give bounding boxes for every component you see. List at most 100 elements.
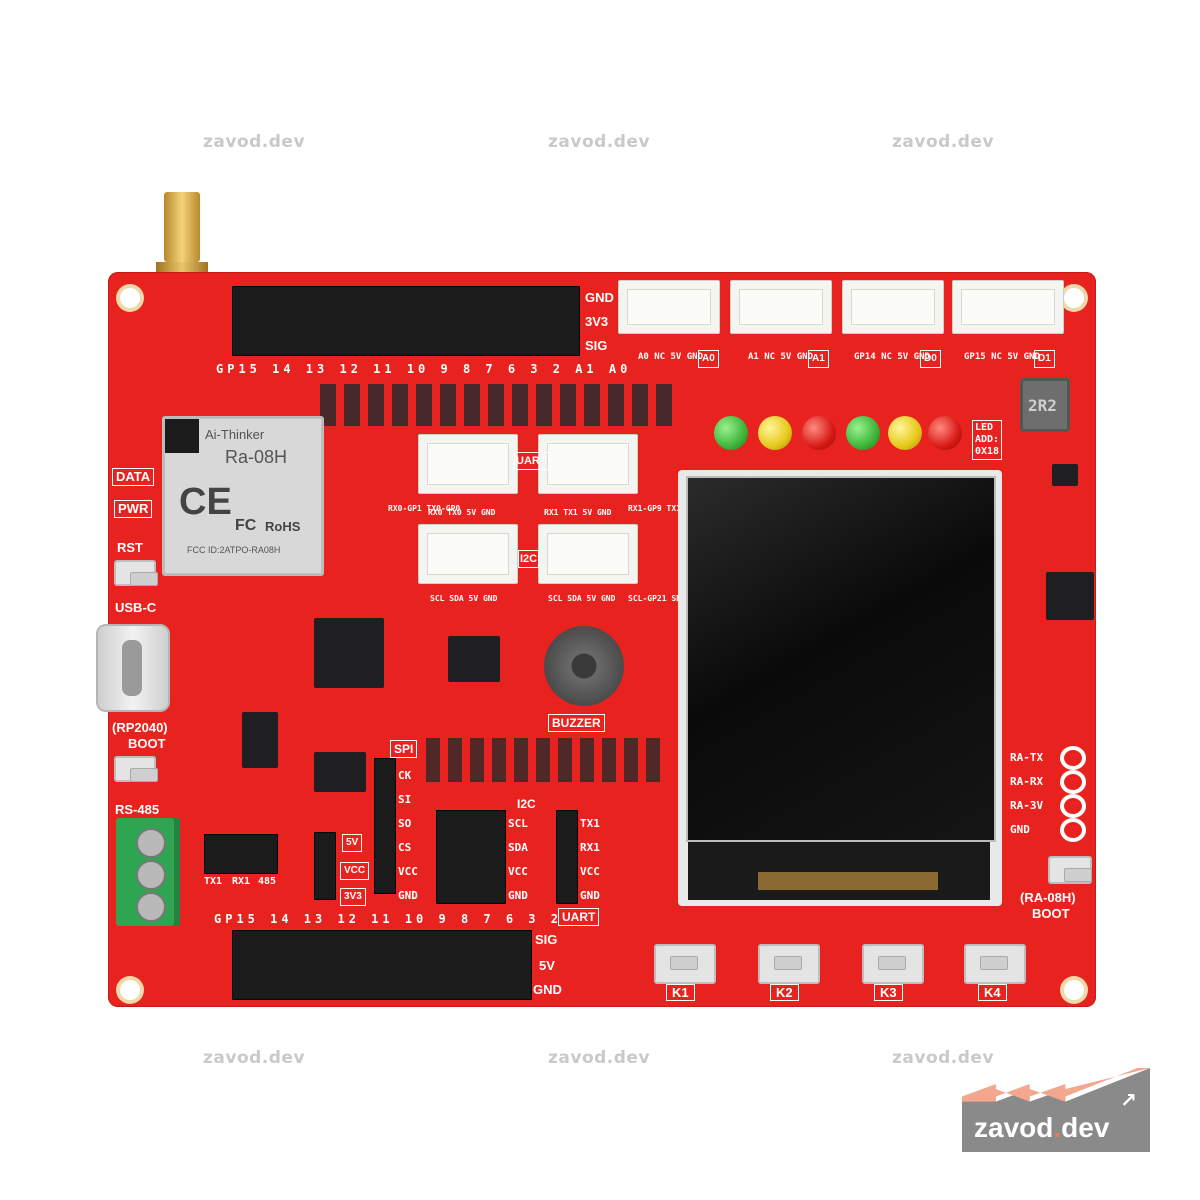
grove-d1-tag: D1 [1034,350,1055,368]
boot-label: BOOT [128,736,166,751]
uart-title: UART [558,908,600,926]
key-k2-button[interactable] [758,944,820,984]
grove-connector-d1[interactable] [952,280,1064,334]
grove-a0-tag: A0 [698,350,719,368]
grove-i2c1[interactable] [538,524,638,584]
top-header-pin-labels: GP15 14 13 12 11 10 9 8 7 6 3 2 A1 A0 [216,362,632,376]
usb-c-label: USB-C [115,600,157,615]
watermark-text: zavod.dev [892,1048,995,1068]
rs485-pin-tx1: TX1 [204,876,223,887]
spi-pin-header[interactable] [374,758,396,894]
grove-uart0[interactable] [418,434,518,494]
key-k3-label: K3 [874,984,903,1001]
buzzer [544,626,624,706]
grove-connector-a0[interactable] [618,280,720,334]
spi-pin-cs: CS [398,841,412,854]
i2c-pin-sda: SDA [508,841,528,854]
watermark-text: zavod.dev [548,1048,651,1068]
rs485-label: RS-485 [115,802,160,817]
grove-connector-d0[interactable] [842,280,944,334]
grove-a0-pins: A0 NC 5V GND [638,352,704,362]
grove-i2c1-bottom-pins: SCL SDA 5V GND [548,594,616,603]
key-k4-label: K4 [978,984,1007,1001]
data-led-label: DATA [112,468,155,486]
lora-module-ra08h: Ai-Thinker Ra-08H CE FC RoHS FCC ID:2ATP… [162,416,324,576]
watermark-text: zavod.dev [892,132,995,152]
rp2040-label: (RP2040) [112,720,168,735]
i2c-pin-gnd: GND [508,889,528,902]
i2c-tag: I2C [518,550,540,568]
volt-vcc: VCC [340,862,370,880]
module-brand: Ai-Thinker [205,427,265,442]
grove-i2c0[interactable] [418,524,518,584]
i2c-pin-vcc: VCC [508,865,528,878]
ic-chip [314,752,366,792]
uart-pin-header[interactable] [556,810,578,904]
voltage-jumper-header[interactable] [314,832,336,900]
grove-i2c0-bottom-pins: SCL SDA 5V GND [430,594,498,603]
volt-3v3: 3V3 [340,888,366,906]
rs485-terminal-block[interactable] [116,818,180,926]
grove-uart1[interactable] [538,434,638,494]
ra-pin-tx: RA-TX [1010,751,1044,764]
bottom-header-row-gnd: GND [533,982,562,997]
arrow-icon: ↗ [1120,1088,1137,1112]
rs485-jumper-header[interactable] [204,834,278,874]
top-pin-header[interactable] [232,286,580,356]
spi-title: SPI [390,740,418,758]
usb-c-port[interactable] [96,624,170,712]
grove-d0-pins: GP14 NC 5V GND [854,352,930,362]
pcb-board: GP15 14 13 12 11 10 9 8 7 6 3 2 A1 A0 GN… [96,272,1096,1007]
mounting-hole [120,980,140,1000]
io-expander-chip [1046,572,1094,620]
key-k4-button[interactable] [964,944,1026,984]
zavod-dev-logo: ↗ zavod.dev [962,1068,1150,1152]
grove-a1-tag: A1 [808,350,829,368]
i2c-pin-header[interactable] [436,810,506,904]
grove-uart0-pins: RX0-GP1 TX0-GP0 [388,504,461,513]
ra08h-boot-button[interactable] [1048,856,1092,884]
module-model: Ra-08H [225,447,288,467]
key-k3-button[interactable] [862,944,924,984]
bottom-header-row-5v: 5V [539,958,555,973]
uart-tag: UART [514,452,549,470]
grove-connector-a1[interactable] [730,280,832,334]
i2c-pin-scl: SCL [508,817,528,830]
mounting-hole [1064,288,1084,308]
ra-pin-rx: RA-RX [1010,775,1044,788]
uart-pin-vcc: VCC [580,865,600,878]
uart-pin-list: TX1 RX1 VCC GND [580,812,600,908]
tft-screen [686,476,996,842]
spi-pin-si: SI [398,793,412,806]
spi-pin-so: SO [398,817,412,830]
top-header-row-3v3: 3V3 [585,314,609,329]
key-k1-button[interactable] [654,944,716,984]
led-indicator [888,416,922,450]
key-k1-label: K1 [666,984,695,1001]
spi-pin-list: CK SI SO CS VCC GND [398,764,418,908]
inductor-label: 2R2 [1028,396,1057,415]
logo-text-tld: dev [1061,1112,1110,1143]
led-indicator [928,416,962,450]
top-header-row-sig: SIG [585,338,608,353]
top-header-row-gnd: GND [585,290,614,305]
watermark-text: zavod.dev [203,132,306,152]
reset-button[interactable] [114,560,158,586]
module-rohs: RoHS [265,519,301,534]
ra-pin-list: RA-TX RA-RX RA-3V GND [1010,746,1043,842]
uart-pin-rx1: RX1 [580,841,600,854]
flash-chip [448,636,500,682]
smd-resistor-row-mid [426,738,666,782]
led-addr-line1: LED [975,422,994,433]
ra-through-holes[interactable] [1064,750,1082,846]
transistor [1052,464,1078,486]
module-fc-mark: FC [235,517,257,534]
regulator-chip [242,712,278,768]
boot-button-rp2040[interactable] [114,756,158,782]
rp2040-chip [314,618,384,688]
bottom-pin-header[interactable] [232,930,532,1000]
led-addr-line2: ADD: [975,434,1000,445]
key-k2-label: K2 [770,984,799,1001]
ra08h-label: (RA-08H) [1020,890,1076,905]
ra-pin-gnd: GND [1010,823,1030,836]
